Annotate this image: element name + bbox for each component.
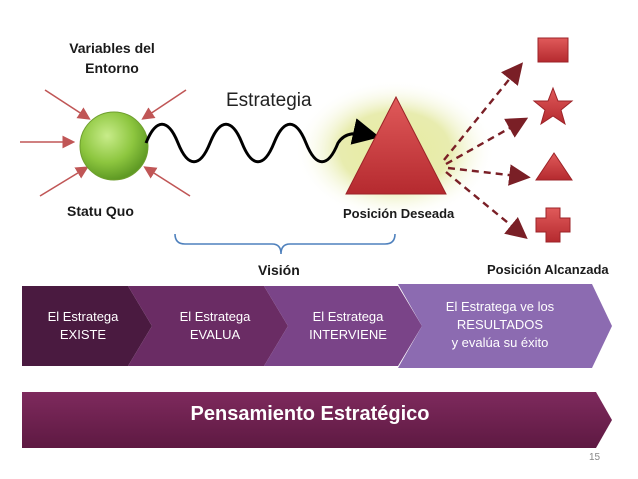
reached-star-shape bbox=[532, 86, 574, 126]
reached-triangle-shape bbox=[535, 152, 573, 181]
outcome-arrow-4 bbox=[445, 171, 528, 240]
step-1-label: El Estratega EXISTE bbox=[47, 309, 119, 342]
banner-label: Pensamiento Estratégico bbox=[190, 403, 430, 425]
env-arrow-bottom-right bbox=[143, 166, 191, 197]
step-4-label: El Estratega ve los RESULTADOS y evalúa … bbox=[445, 299, 555, 350]
env-arrow-bottom-left bbox=[39, 166, 89, 197]
outcome-arrow-1 bbox=[443, 62, 524, 161]
vision-label: Visión bbox=[258, 262, 300, 278]
step-chevron-4 bbox=[398, 284, 612, 368]
step-chevron-2 bbox=[128, 286, 288, 366]
desired-position-label: Posición Deseada bbox=[343, 206, 455, 221]
page-number: 15 bbox=[589, 452, 601, 463]
step-3-label: El Estratega INTERVIENE bbox=[309, 309, 387, 342]
desired-position-triangle bbox=[345, 95, 447, 195]
outcome-arrows bbox=[443, 62, 531, 240]
environment-variables-label: Variables del Entorno bbox=[69, 40, 155, 76]
strategy-wave-arrow bbox=[144, 118, 380, 164]
vision-bracket bbox=[174, 233, 396, 255]
env-arrow-top-right bbox=[141, 89, 187, 120]
environment-arrows bbox=[20, 89, 191, 197]
step-chevron-3 bbox=[264, 286, 422, 366]
status-quo-circle bbox=[79, 111, 149, 181]
banner-arrow bbox=[22, 392, 612, 448]
step-2-label: El Estratega EVALUA bbox=[179, 309, 251, 342]
status-quo-label: Statu Quo bbox=[67, 203, 134, 219]
reached-square-shape bbox=[537, 37, 569, 63]
step-chevron-1 bbox=[22, 286, 152, 366]
env-arrow-top-left bbox=[44, 89, 91, 120]
outcome-arrow-3 bbox=[447, 164, 531, 186]
reached-position-label: Posición Alcanzada bbox=[487, 262, 609, 277]
strategy-label: Estrategia bbox=[226, 90, 312, 111]
outcome-arrow-2 bbox=[445, 117, 529, 166]
reached-cross-shape bbox=[535, 207, 571, 243]
